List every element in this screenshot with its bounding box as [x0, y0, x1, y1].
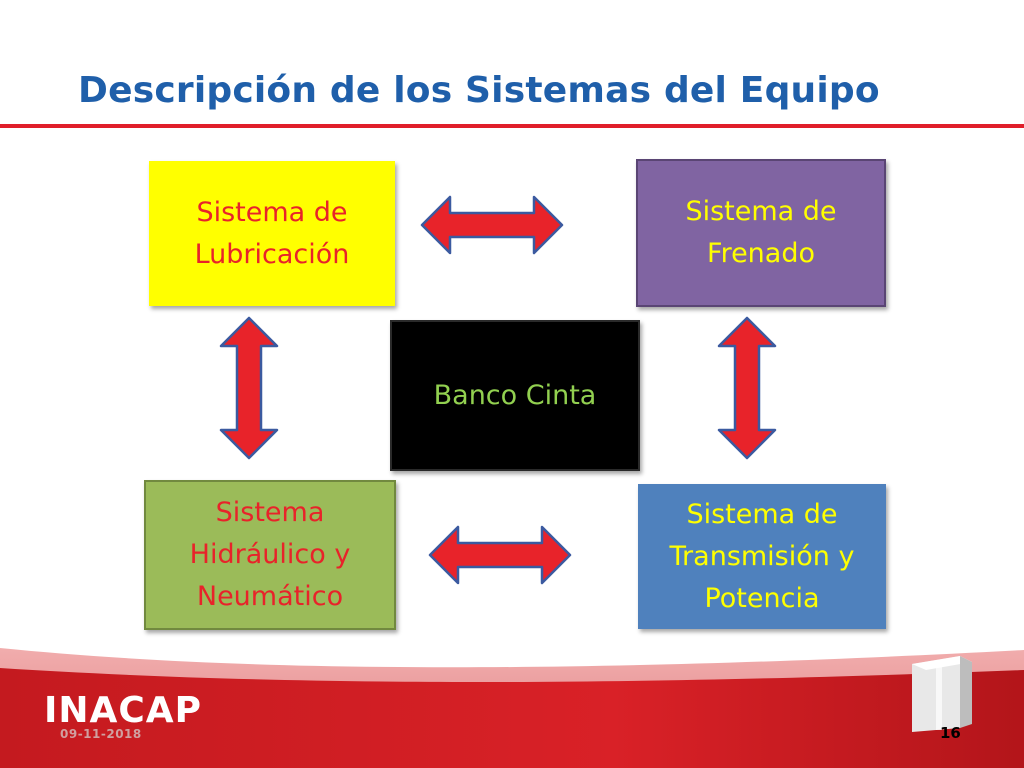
box-label-line: Frenado	[707, 238, 815, 269]
building-block-icon	[912, 656, 972, 732]
slide-title: Descripción de los Sistemas del Equipo	[78, 70, 880, 111]
footer-date: 09-11-2018	[60, 727, 142, 741]
box-label-line: Potencia	[704, 582, 820, 614]
box-label-line: Sistema de	[686, 498, 838, 530]
box-label-line: Neumático	[196, 581, 344, 612]
double-arrow-right-vertical	[717, 316, 777, 460]
title-underline	[0, 124, 1024, 128]
double-arrow-bottom-horizontal	[428, 525, 572, 585]
box-label-line: Hidráulico y	[189, 539, 351, 570]
box-label-line: Sistema de	[685, 196, 837, 227]
box-banco-cinta: Banco Cinta	[390, 320, 640, 471]
box-label-line: Sistema	[215, 497, 325, 528]
inacap-logo: INACAP	[44, 690, 203, 731]
footer-red-band	[0, 648, 1024, 768]
box-label-line: Lubricación	[194, 238, 350, 270]
page-number: 16	[940, 724, 961, 742]
box-sistema-hidraulico: Sistema Hidráulico y Neumático	[144, 480, 396, 630]
box-label-line: Sistema de	[196, 196, 348, 228]
box-label-line: Transmisión y	[669, 540, 855, 572]
box-sistema-lubricacion: Sistema de Lubricación	[149, 161, 395, 306]
double-arrow-left-vertical	[219, 316, 279, 460]
box-sistema-transmision: Sistema de Transmisión y Potencia	[638, 484, 886, 629]
box-sistema-frenado: Sistema de Frenado	[636, 159, 886, 307]
box-label-line: Banco Cinta	[433, 379, 597, 411]
double-arrow-top-horizontal	[420, 195, 564, 255]
